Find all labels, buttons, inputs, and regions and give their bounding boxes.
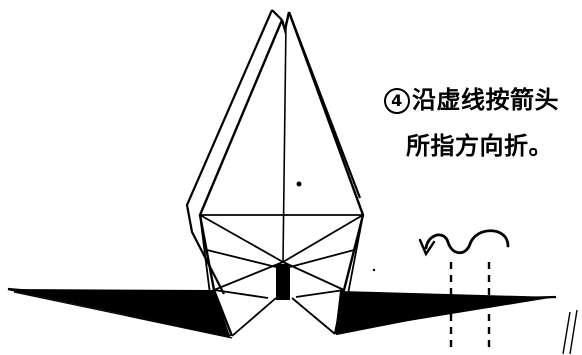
dashed-fold-lines xyxy=(449,262,491,352)
corner-lines xyxy=(562,309,578,355)
step-instruction-line-2: 所指方向折。 xyxy=(406,126,553,161)
main-diamond xyxy=(198,11,365,337)
left-wing xyxy=(7,287,233,339)
center-wedge xyxy=(276,264,290,300)
curved-fold-arrow-icon xyxy=(418,229,510,257)
mark-dot-small xyxy=(372,268,376,272)
mark-dot xyxy=(296,181,302,187)
right-wing xyxy=(335,291,557,336)
instruction-text-1: 沿虚线按箭头 xyxy=(412,85,559,114)
inner-folds xyxy=(199,214,364,337)
step-number-badge: 4 xyxy=(384,88,410,114)
instruction-text-2: 所指方向折。 xyxy=(406,131,553,160)
